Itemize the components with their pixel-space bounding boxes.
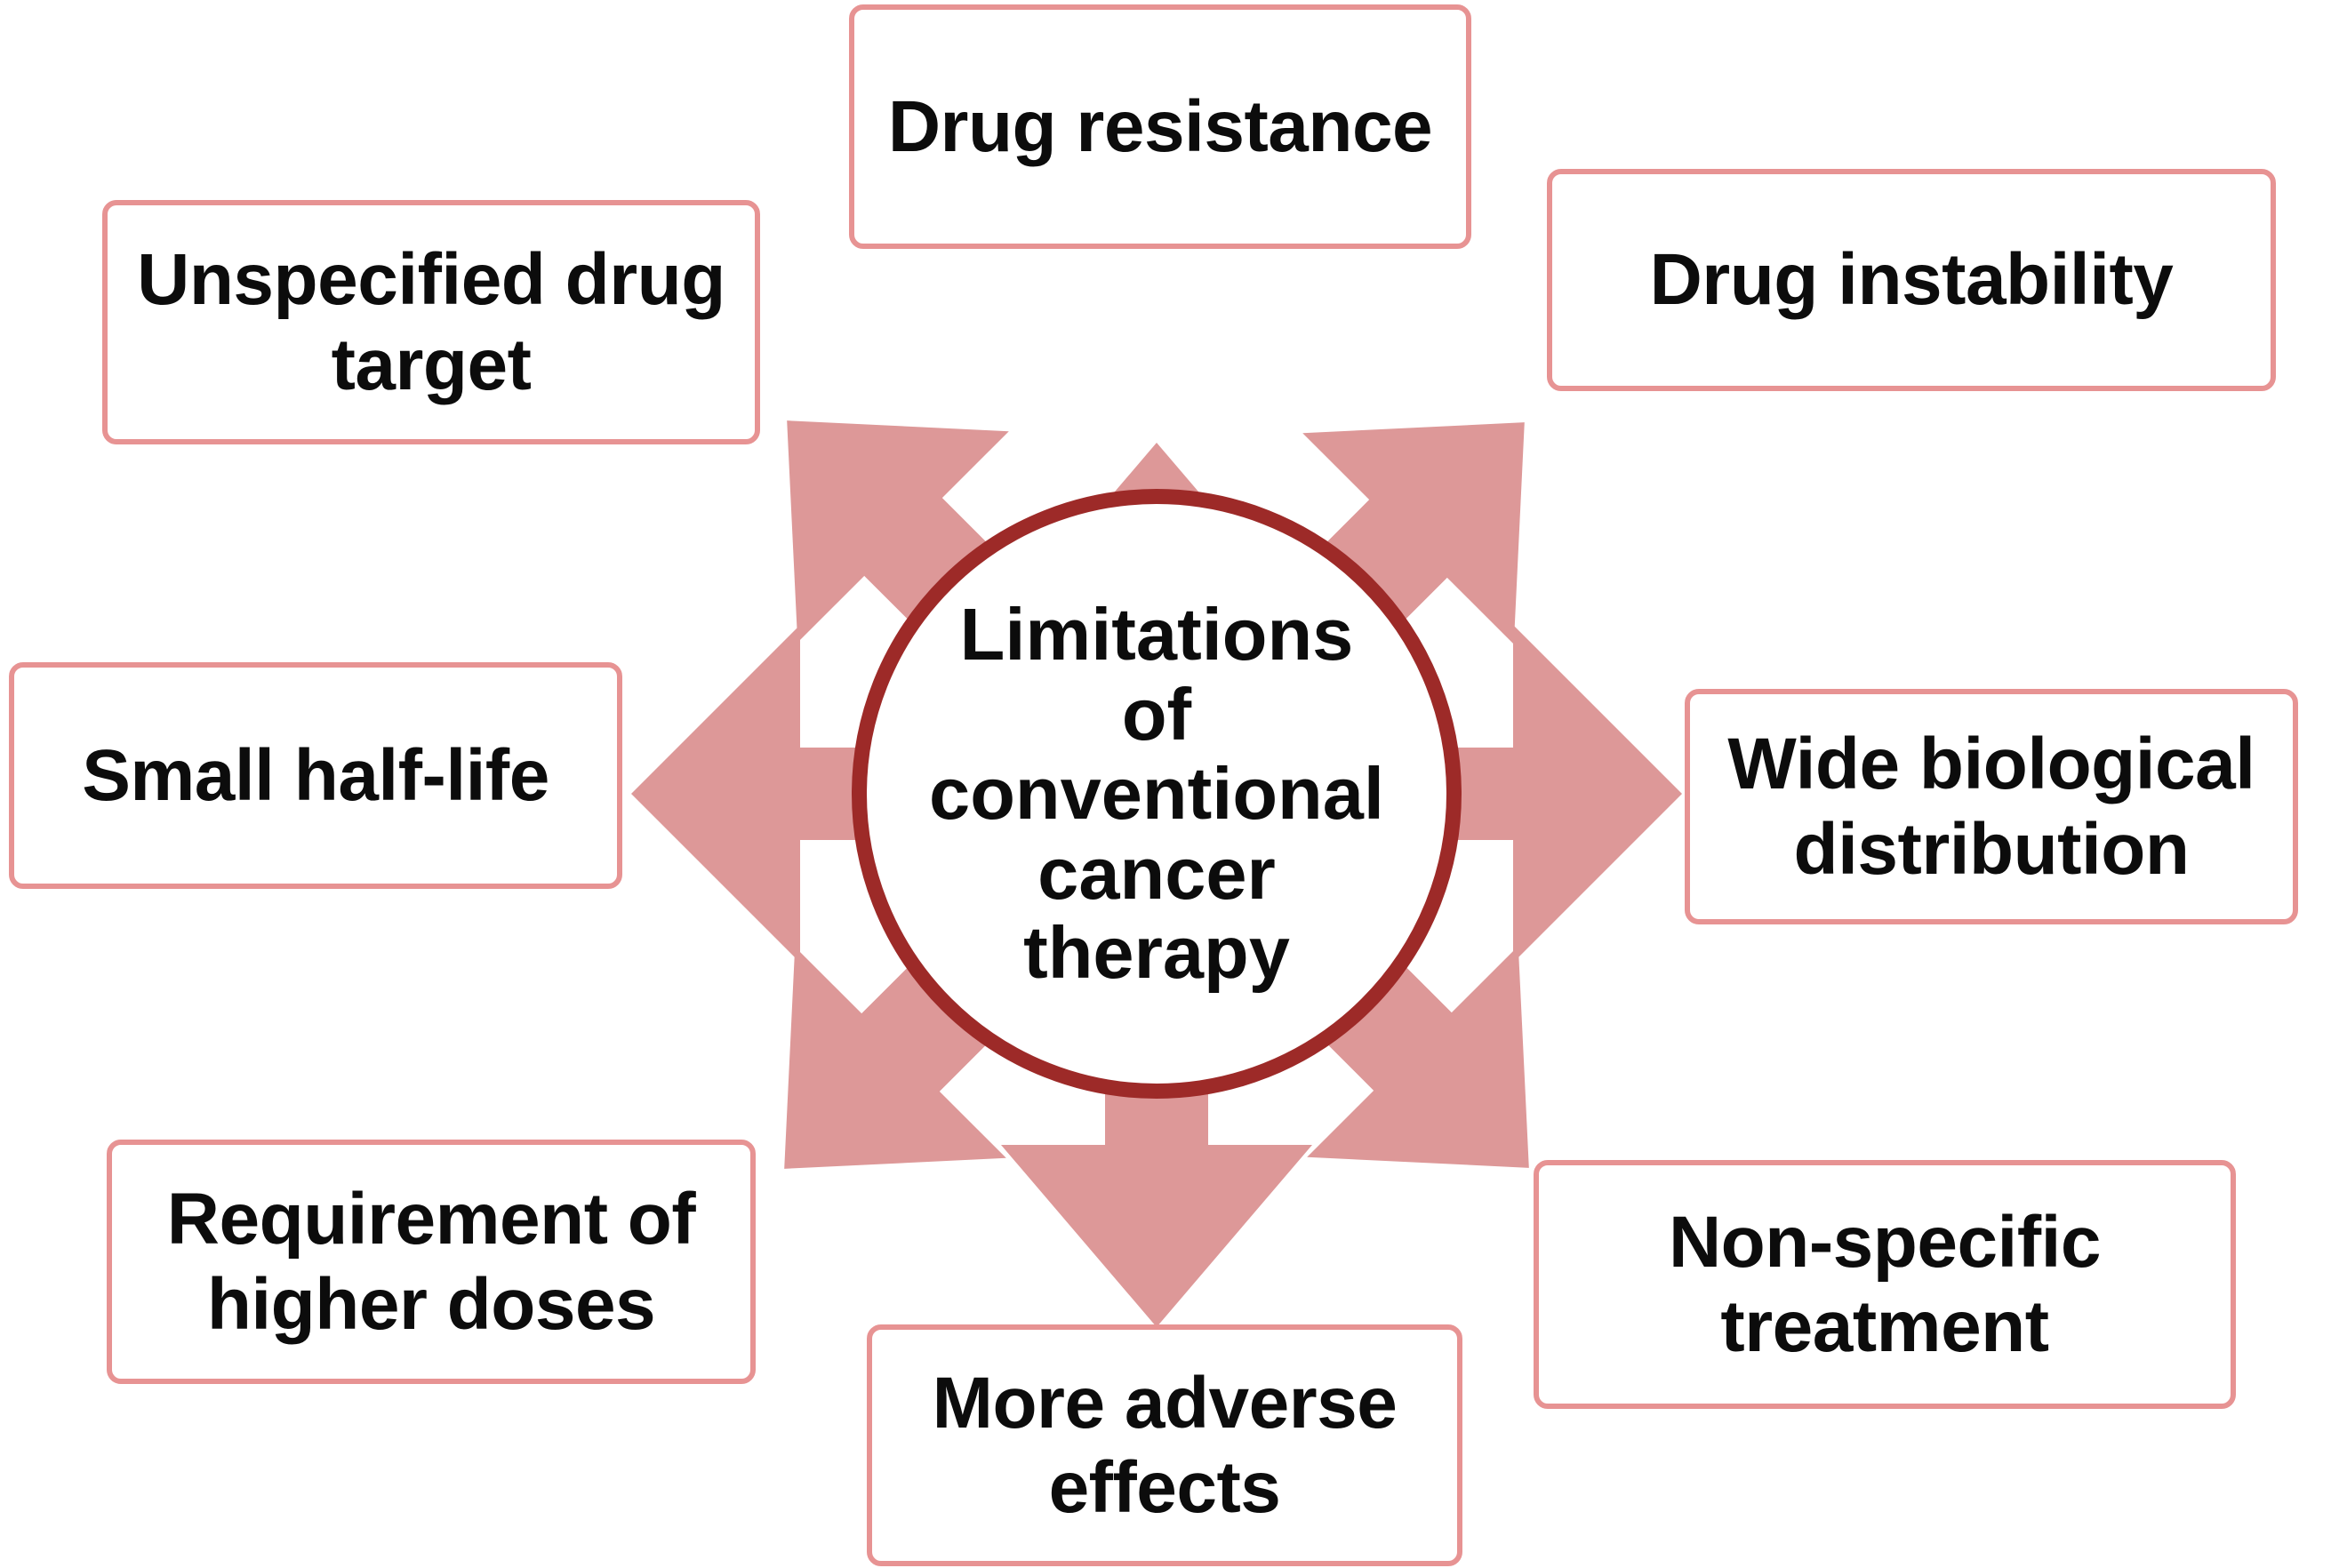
node-label-small-half-life: Small half-life xyxy=(82,734,549,816)
node-box-wide-biological-distribution[interactable]: Wide biological distribution xyxy=(1685,689,2298,924)
node-label-drug-resistance: Drug resistance xyxy=(887,85,1433,167)
node-label-requirement-of-higher-doses: Requirement of higher doses xyxy=(166,1179,696,1345)
node-box-requirement-of-higher-doses[interactable]: Requirement of higher doses xyxy=(107,1140,756,1384)
node-label-non-specific-treatment: Non-specific treatment xyxy=(1668,1201,2102,1367)
node-label-wide-biological-distribution: Wide biological distribution xyxy=(1727,724,2255,890)
node-box-unspecified-drug-target[interactable]: Unspecified drug target xyxy=(102,200,760,444)
node-box-more-adverse-effects[interactable]: More adverse effects xyxy=(867,1324,1462,1566)
node-label-unspecified-drug-target: Unspecified drug target xyxy=(137,239,725,405)
node-box-small-half-life[interactable]: Small half-life xyxy=(9,662,622,889)
node-label-drug-instability: Drug instability xyxy=(1649,239,2174,321)
node-box-drug-instability[interactable]: Drug instability xyxy=(1547,169,2276,391)
node-box-drug-resistance[interactable]: Drug resistance xyxy=(849,4,1471,249)
node-box-non-specific-treatment[interactable]: Non-specific treatment xyxy=(1534,1160,2236,1409)
node-label-more-adverse-effects: More adverse effects xyxy=(932,1362,1398,1528)
center-node-limitations: Limitations of conventional cancer thera… xyxy=(852,489,1462,1099)
center-node-label: Limitations of conventional cancer thera… xyxy=(929,592,1384,995)
